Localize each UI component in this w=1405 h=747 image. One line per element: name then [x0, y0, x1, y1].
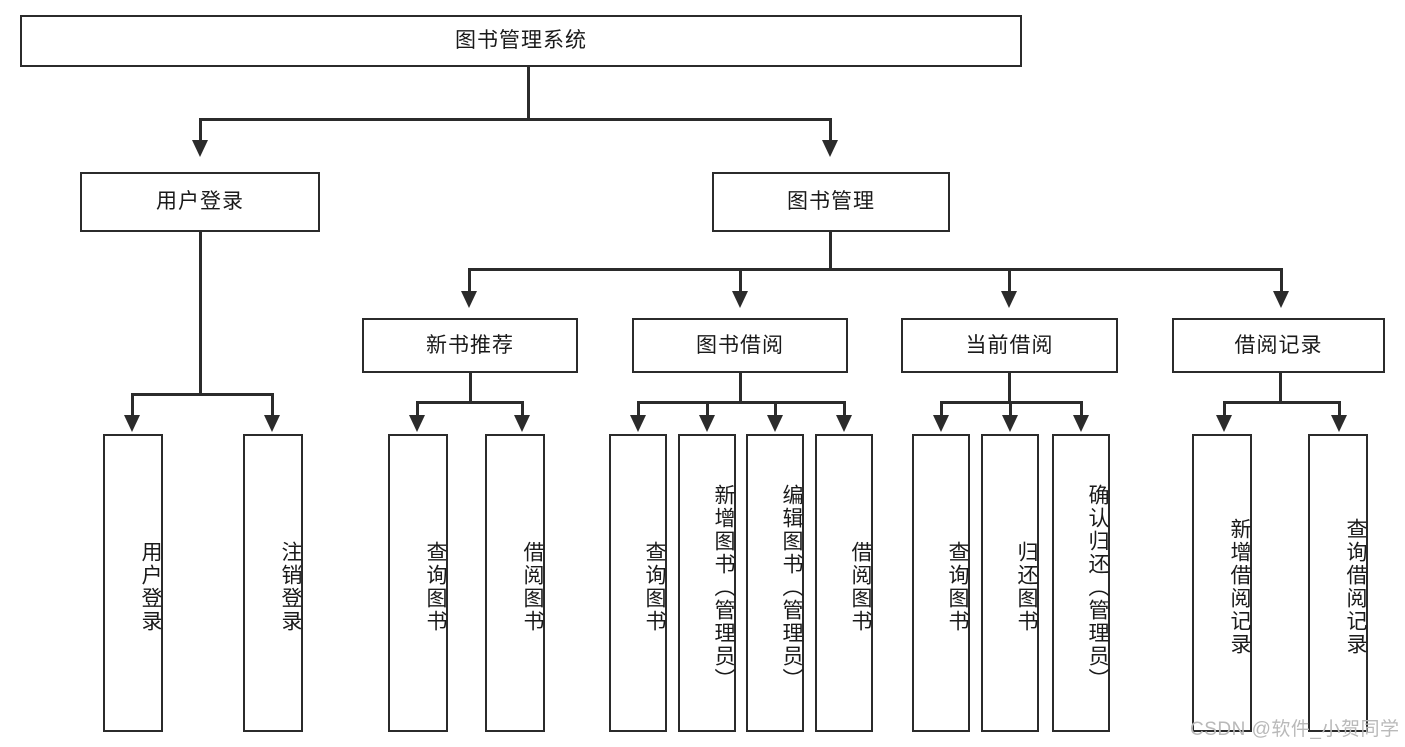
leaf-user-login[interactable]: 用户登录: [103, 434, 163, 732]
connector-user-login-bus: [131, 393, 273, 396]
leaf-query-borrow-record[interactable]: 查询借阅记录: [1308, 434, 1368, 732]
node-new-book-recommend[interactable]: 新书推荐: [362, 318, 578, 373]
arrowhead-to-user-login-leaf: [124, 415, 140, 432]
connector-cb-drop-3: [1080, 401, 1083, 420]
arrowhead-bb-leaf-4: [836, 415, 852, 432]
node-label: 查询借阅记录: [1344, 518, 1367, 656]
connector-book-management-stem: [829, 232, 832, 270]
arrowhead-cb-leaf-2: [1002, 415, 1018, 432]
leaf-return-book[interactable]: 归还图书: [981, 434, 1039, 732]
node-label: 新书推荐: [426, 333, 514, 357]
node-user-login[interactable]: 用户登录: [80, 172, 320, 232]
connector-root-stem: [527, 67, 530, 119]
node-label: 查询图书: [946, 541, 969, 633]
arrowhead-to-book-borrow: [732, 291, 748, 308]
arrowhead-to-new-book-recommend: [461, 291, 477, 308]
connector-nbr-drop-1: [416, 401, 419, 420]
node-current-borrow[interactable]: 当前借阅: [901, 318, 1118, 373]
connector-bm-drop-1: [468, 268, 471, 296]
arrowhead-bb-leaf-2: [699, 415, 715, 432]
arrowhead-nbr-leaf-1: [409, 415, 425, 432]
arrowhead-bb-leaf-3: [767, 415, 783, 432]
arrowhead-nbr-leaf-2: [514, 415, 530, 432]
arrowhead-cb-leaf-1: [933, 415, 949, 432]
connector-bm-drop-2: [739, 268, 742, 296]
connector-nbr-stem: [469, 373, 472, 403]
connector-user-login-drop-2: [271, 393, 274, 420]
node-label: 新增图书（管理员）: [712, 483, 735, 691]
arrowhead-bb-leaf-1: [630, 415, 646, 432]
arrowhead-to-logout-leaf: [264, 415, 280, 432]
arrowhead-to-current-borrow: [1001, 291, 1017, 308]
leaf-query-book-borrow[interactable]: 查询图书: [609, 434, 667, 732]
leaf-borrow-book[interactable]: 借阅图书: [815, 434, 873, 732]
node-book-borrow[interactable]: 图书借阅: [632, 318, 848, 373]
leaf-borrow-book-recommend[interactable]: 借阅图书: [485, 434, 545, 732]
connector-cb-drop-2: [1009, 401, 1012, 420]
node-label: 编辑图书（管理员）: [780, 483, 803, 691]
node-label: 确认归还（管理员）: [1086, 483, 1109, 691]
connector-bm-drop-3: [1008, 268, 1011, 296]
connector-bb-drop-2: [706, 401, 709, 420]
node-borrow-record[interactable]: 借阅记录: [1172, 318, 1385, 373]
leaf-query-book-current[interactable]: 查询图书: [912, 434, 970, 732]
leaf-confirm-return-admin[interactable]: 确认归还（管理员）: [1052, 434, 1110, 732]
connector-user-login-stem: [199, 232, 202, 395]
node-label: 借阅记录: [1234, 333, 1323, 357]
arrowhead-br-leaf-2: [1331, 415, 1347, 432]
node-label: 借阅图书: [521, 541, 544, 633]
arrowhead-to-user-login: [192, 140, 208, 157]
connector-br-drop-1: [1223, 401, 1226, 420]
connector-bb-drop-1: [637, 401, 640, 420]
leaf-add-book-admin[interactable]: 新增图书（管理员）: [678, 434, 736, 732]
connector-bb-drop-3: [774, 401, 777, 420]
connector-br-drop-2: [1338, 401, 1341, 420]
connector-book-management-bus: [468, 268, 1282, 271]
node-label: 用户登录: [139, 541, 162, 633]
arrowhead-to-borrow-record: [1273, 291, 1289, 308]
connector-user-login-drop-1: [131, 393, 134, 420]
node-label: 新增借阅记录: [1228, 518, 1251, 656]
connector-cb-stem: [1008, 373, 1011, 403]
connector-bb-bus: [637, 401, 845, 404]
node-root-book-management-system[interactable]: 图书管理系统: [20, 15, 1022, 67]
arrowhead-cb-leaf-3: [1073, 415, 1089, 432]
connector-bb-drop-4: [843, 401, 846, 420]
connector-cb-drop-1: [940, 401, 943, 420]
leaf-add-borrow-record[interactable]: 新增借阅记录: [1192, 434, 1252, 732]
node-label: 用户登录: [156, 190, 244, 214]
node-label: 注销登录: [279, 541, 302, 633]
node-label: 查询图书: [643, 541, 666, 633]
connector-bm-drop-4: [1280, 268, 1283, 296]
node-label: 归还图书: [1015, 541, 1038, 633]
connector-br-stem: [1279, 373, 1282, 403]
leaf-edit-book-admin[interactable]: 编辑图书（管理员）: [746, 434, 804, 732]
node-label: 图书管理系统: [455, 29, 587, 53]
connector-bb-stem: [739, 373, 742, 403]
arrowhead-to-book-management: [822, 140, 838, 157]
connector-root-drop-2: [829, 118, 832, 146]
node-book-management[interactable]: 图书管理: [712, 172, 950, 232]
connector-nbr-drop-2: [521, 401, 524, 420]
connector-root-drop-1: [199, 118, 202, 146]
connector-br-bus: [1223, 401, 1340, 404]
csdn-watermark: CSDN @软件_小贺同学: [1190, 719, 1400, 740]
node-label: 借阅图书: [849, 541, 872, 633]
node-label: 当前借阅: [965, 333, 1054, 357]
node-label: 图书管理: [787, 190, 875, 214]
node-label: 查询图书: [424, 541, 447, 633]
node-label: 图书借阅: [696, 333, 784, 357]
leaf-query-book-recommend[interactable]: 查询图书: [388, 434, 448, 732]
arrowhead-br-leaf-1: [1216, 415, 1232, 432]
leaf-logout[interactable]: 注销登录: [243, 434, 303, 732]
connector-root-bus: [199, 118, 831, 121]
connector-nbr-bus: [416, 401, 523, 404]
